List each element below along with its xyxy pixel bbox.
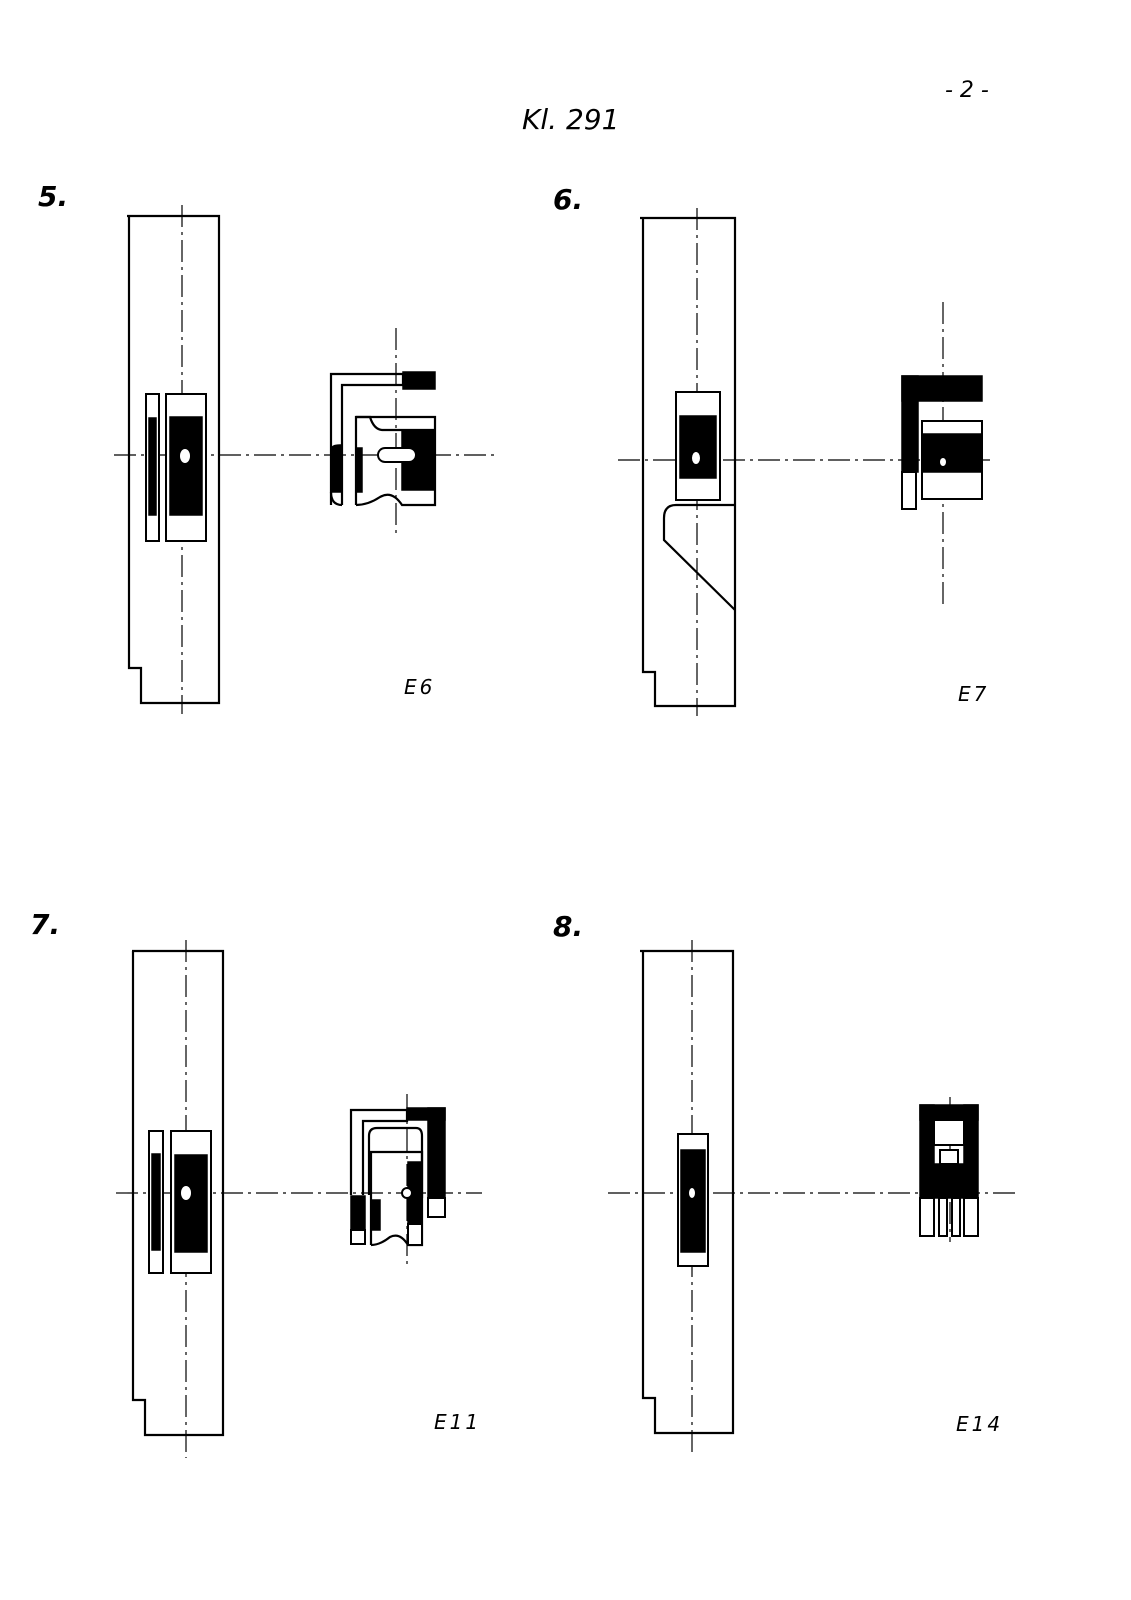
figure-5-screw-hole: [180, 449, 190, 463]
figure-7-left-clip-foot: [351, 1230, 365, 1244]
figure-8-right-leg: [964, 1105, 978, 1198]
figure-7-mid-clip: [371, 1200, 380, 1230]
figure-7-screw-hole-detail: [402, 1188, 412, 1198]
figure-8-window: [934, 1120, 964, 1145]
figure-7-screw-hole: [181, 1186, 191, 1200]
figure-5-left-clip: [331, 445, 342, 492]
figure-7-left-clip: [351, 1196, 365, 1230]
figure-6-drawing: [618, 208, 990, 716]
figure-7-housing-foot: [408, 1224, 422, 1245]
figure-7-drawing: [116, 940, 482, 1458]
figure-5-left-clip-curve: [331, 492, 342, 505]
figure-6-screw-hole: [692, 452, 700, 464]
figure-7-right-foot: [428, 1198, 445, 1217]
figure-8-foot-left: [920, 1198, 934, 1236]
figure-8-core-block: [934, 1164, 964, 1198]
figure-6-housing-block: [922, 434, 982, 472]
figure-6-side-bar: [902, 376, 918, 472]
figure-8-foot-mid-left: [939, 1198, 947, 1236]
figure-8-foot-right: [964, 1198, 978, 1236]
figure-8-drawing: [608, 940, 1015, 1454]
figure-6-contact-insert: [680, 416, 716, 478]
figure-5-contact-insert: [170, 417, 202, 515]
figure-5-drawing: [114, 205, 497, 714]
figure-8-foot-mid-right: [952, 1198, 960, 1236]
figure-8-screw-hole: [689, 1188, 695, 1198]
figure-7-contact-insert: [175, 1155, 207, 1252]
figure-5-side-strip-core: [149, 418, 156, 515]
figure-6-foot: [902, 472, 916, 509]
figure-5-slot: [378, 448, 416, 462]
figure-6-wedge: [664, 505, 735, 610]
figure-6-screw-hole-detail: [940, 458, 946, 466]
figure-8-contact-insert: [681, 1150, 705, 1252]
figure-8-left-leg: [920, 1105, 934, 1198]
figure-7-side-strip-core: [152, 1154, 160, 1250]
figure-5-bracket-tab: [403, 372, 435, 389]
figure-7-right-leg: [428, 1108, 445, 1198]
figure-8-inner-slot: [940, 1150, 958, 1164]
